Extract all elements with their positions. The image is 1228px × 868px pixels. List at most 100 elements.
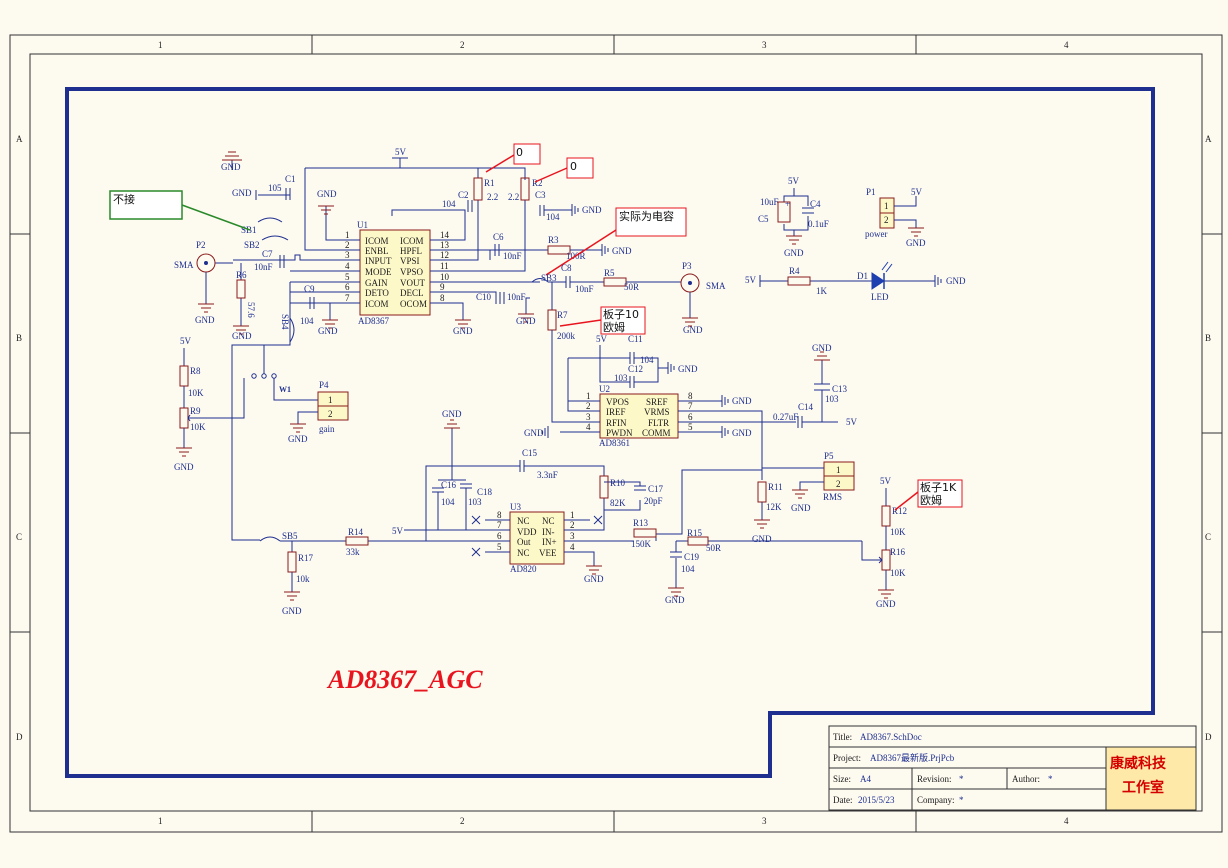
r4-resistor <box>787 276 811 286</box>
tb-company-label: Company: <box>917 795 955 805</box>
r1-resistor <box>473 177 483 201</box>
gnd-top-left <box>222 151 242 161</box>
gnd-label-u1-pin1: GND <box>317 189 337 199</box>
note-board10-box <box>600 306 646 335</box>
svg-text:6: 6 <box>688 412 693 422</box>
note-board1k-l1: 板子1K <box>920 480 957 494</box>
svg-text:VPSO: VPSO <box>400 267 424 277</box>
svg-text:VEE: VEE <box>539 548 557 558</box>
zone-top-2: 2 <box>460 40 465 50</box>
c6-cap <box>494 244 500 256</box>
tb-size-label: Size: <box>833 774 851 784</box>
c8-value: 10nF <box>575 284 594 294</box>
gnd-r6 <box>233 325 249 335</box>
r16-pot <box>881 549 891 571</box>
r5-value: 50R <box>624 282 639 292</box>
c13-value: 103 <box>825 394 839 404</box>
c19-value: 104 <box>681 564 695 574</box>
r4-value: 1K <box>816 286 828 296</box>
gnd-label-p2: GND <box>195 315 215 325</box>
svg-text:7: 7 <box>688 401 693 411</box>
r9-wiper <box>187 414 196 422</box>
gnd-label-c10: GND <box>516 316 536 326</box>
c17-ref: C17 <box>648 484 664 494</box>
p4-pin2: 2 <box>328 409 333 419</box>
svg-text:IN-: IN- <box>542 527 555 537</box>
gnd-label-c9: GND <box>318 326 338 336</box>
gnd-p3 <box>682 317 698 327</box>
svg-text:PWDN: PWDN <box>606 428 633 438</box>
svg-text:1: 1 <box>345 230 350 240</box>
w1-pin2 <box>261 373 267 379</box>
c4-ref: C4 <box>810 199 821 209</box>
vcc-r8: 5V <box>180 336 192 346</box>
gnd-label-p4: GND <box>288 434 308 444</box>
gnd-c3 <box>571 204 579 216</box>
board-outline <box>65 87 1155 778</box>
gnd-label-led: GND <box>946 276 966 286</box>
p1-wiring <box>894 196 917 228</box>
c10-cap <box>499 292 505 304</box>
r6-value: 57.6 <box>246 302 256 318</box>
c13-cap <box>814 383 830 391</box>
tb-date-value: 2015/5/23 <box>858 795 895 805</box>
u3-chip <box>485 511 590 565</box>
gnd-c19 <box>668 587 684 597</box>
gnd-label-p5: GND <box>791 503 811 513</box>
svg-text:1: 1 <box>586 391 591 401</box>
r17-resistor <box>287 551 297 573</box>
svg-text:MODE: MODE <box>365 267 392 277</box>
r3-ref: R3 <box>548 235 559 245</box>
vcc-r4: 5V <box>745 275 757 285</box>
p5-wiring <box>762 467 824 490</box>
note-actual-cap-arrow <box>545 229 617 276</box>
gnd-u2-pin8 <box>721 395 729 407</box>
note-board1k-box <box>917 479 963 508</box>
r4-ref: R4 <box>789 266 800 276</box>
svg-text:7: 7 <box>345 293 350 303</box>
zone-right-A: A <box>1205 134 1212 144</box>
zone-left-B: B <box>16 333 22 343</box>
gnd-r3 <box>601 244 609 256</box>
r16-ref: R16 <box>890 547 906 557</box>
svg-text:NC: NC <box>517 516 530 526</box>
gnd-led <box>934 275 942 287</box>
c5-ref: C5 <box>758 214 769 224</box>
svg-text:7: 7 <box>497 520 502 530</box>
r6-ref: R6 <box>236 270 247 280</box>
c13-ref: C13 <box>832 384 848 394</box>
zone-bottom-1: 1 <box>158 816 163 826</box>
r11-ref: R11 <box>768 482 783 492</box>
w1-pin1 <box>251 373 257 379</box>
r9-pot <box>179 407 189 429</box>
r9-ref: R9 <box>190 406 201 416</box>
gnd-label-top-left: GND <box>221 162 241 172</box>
zone-right-D: D <box>1205 732 1212 742</box>
p5-pin2: 2 <box>836 479 841 489</box>
gnd-label-p1: GND <box>906 238 926 248</box>
w1-pin3 <box>271 373 277 379</box>
tb-revision-value: * <box>959 774 964 784</box>
p4-label: gain <box>319 424 335 434</box>
d1-light-rays <box>881 261 893 273</box>
gnd-label-r6: GND <box>232 331 252 341</box>
svg-text:SREF: SREF <box>646 397 668 407</box>
u3-wiring <box>300 428 862 588</box>
c12-value: 103 <box>614 373 628 383</box>
gnd-label-u3-top: GND <box>442 409 462 419</box>
c8-wiring <box>548 276 604 288</box>
gnd-c10 <box>518 313 534 323</box>
c14-value: 0.27uF <box>773 412 798 422</box>
p5-label: RMS <box>823 492 842 502</box>
u2-part: AD8361 <box>599 438 630 448</box>
svg-text:COMM: COMM <box>642 428 671 438</box>
vcc-u1: 5V <box>395 147 407 157</box>
c5-electrolytic <box>777 201 791 223</box>
sb2-ref: SB2 <box>244 240 260 250</box>
svg-text:GAIN: GAIN <box>365 278 388 288</box>
gnd-label-c13: GND <box>812 343 832 353</box>
c16-value: 104 <box>441 497 455 507</box>
